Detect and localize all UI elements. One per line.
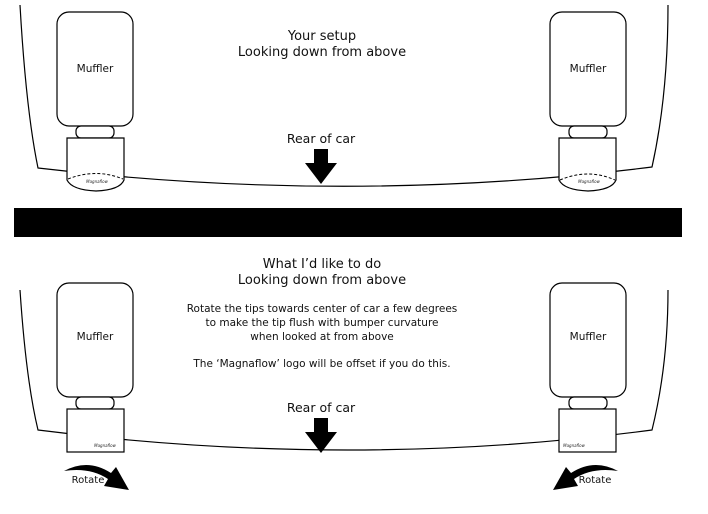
rotate-right-label: Rotate — [578, 475, 612, 486]
bottom-note-line4: The ‘Magnaflow’ logo will be offset if y… — [193, 358, 451, 370]
bottom-note-line3: when looked at from above — [250, 331, 394, 343]
top-right-muffler-label: Muffler — [569, 63, 607, 75]
bottom-note-line2: to make the tip flush with bumper curvat… — [205, 317, 439, 329]
top-panel — [19, 4, 669, 192]
bottom-panel — [19, 282, 669, 490]
top-right-exhaust-tip — [558, 137, 617, 192]
top-title-line1: Your setup — [287, 29, 357, 44]
rotate-left-arrow-icon — [64, 464, 129, 490]
bottom-right-muffler-label: Muffler — [569, 331, 607, 343]
top-right-tip-logo: Magnaflow — [578, 179, 600, 184]
bottom-title-line2: Looking down from above — [237, 273, 407, 288]
rotate-right-arrow-icon — [553, 464, 618, 490]
top-left-tip-logo: Magnaflow — [86, 179, 108, 184]
bottom-left-muffler-label: Muffler — [76, 331, 114, 343]
bottom-bumper-outline — [19, 289, 669, 451]
bottom-right-exhaust-tip — [558, 408, 617, 453]
top-rear-of-car-label: Rear of car — [286, 131, 356, 146]
bottom-left-tip-logo: Magnaflow — [94, 443, 116, 448]
top-rear-arrow-icon — [305, 149, 337, 184]
bottom-rear-arrow-icon — [305, 418, 337, 453]
bottom-right-pipe-connector — [568, 396, 608, 410]
bottom-left-exhaust-tip — [66, 408, 125, 453]
panel-divider-bar — [14, 208, 682, 237]
top-title-line2: Looking down from above — [237, 45, 407, 60]
bottom-rear-of-car-label: Rear of car — [286, 400, 356, 415]
bottom-title-line1: What I’d like to do — [262, 257, 382, 272]
top-left-exhaust-tip — [66, 137, 125, 192]
top-left-pipe-connector — [75, 125, 115, 139]
top-right-pipe-connector — [568, 125, 608, 139]
rotate-left-label: Rotate — [71, 475, 105, 486]
top-bumper-outline — [19, 4, 669, 187]
bottom-note-line1: Rotate the tips towards center of car a … — [186, 303, 458, 315]
bottom-right-tip-logo: Magnaflow — [563, 443, 585, 448]
top-left-tip-dashed-edge — [67, 173, 124, 180]
bottom-left-pipe-connector — [75, 396, 115, 410]
top-left-muffler-label: Muffler — [76, 63, 114, 75]
top-right-tip-dashed-edge — [559, 173, 616, 181]
